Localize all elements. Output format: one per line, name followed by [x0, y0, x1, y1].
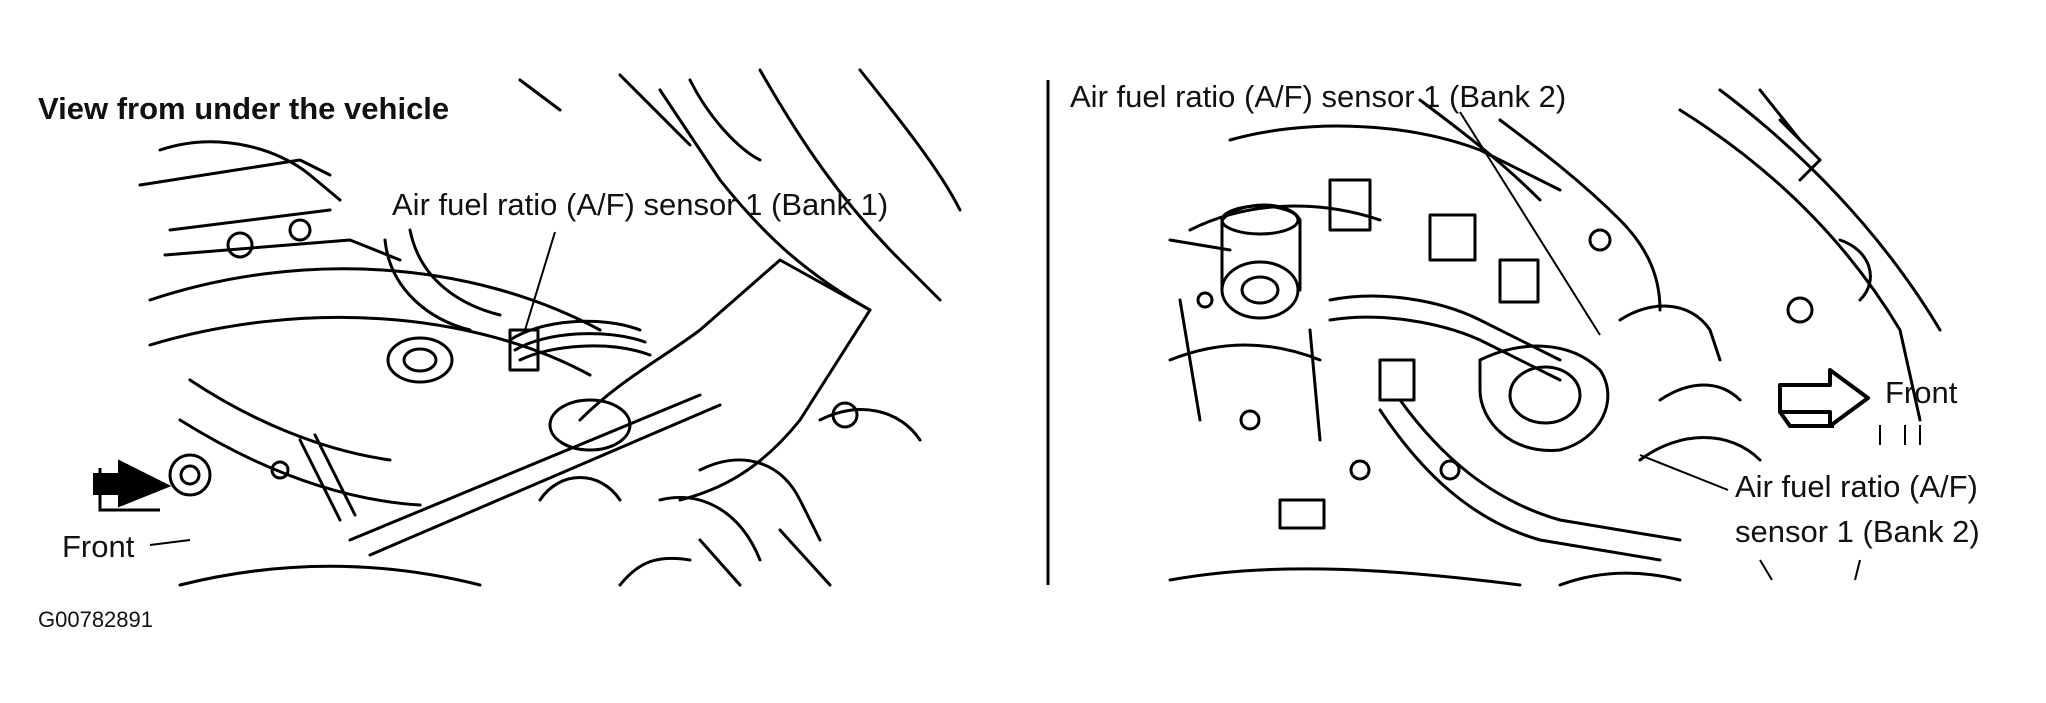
right-bottom-sensor-label-line1: Air fuel ratio (A/F): [1735, 469, 1978, 504]
left-front-arrow-icon: [93, 459, 172, 512]
right-engine-drawing: [1168, 88, 1942, 587]
view-label: View from under the vehicle: [38, 91, 450, 126]
right-top-sensor-label: Air fuel ratio (A/F) sensor 1 (Bank 2): [1070, 79, 1567, 114]
left-front-label: Front: [62, 529, 135, 564]
right-bottom-sensor-label-line2: sensor 1 (Bank 2): [1735, 514, 1980, 549]
right-top-sensor-leader-line: [1459, 111, 1601, 336]
left-engine-drawing: [138, 68, 962, 587]
right-front-arrow-icon: [1778, 368, 1870, 428]
figure-code: G00782891: [38, 607, 153, 632]
right-front-tick-lines: [1879, 425, 1921, 445]
right-front-label: Front: [1885, 375, 1958, 410]
left-sensor-label: Air fuel ratio (A/F) sensor 1 (Bank 1): [392, 187, 889, 222]
right-bottom-sensor-leader-line: [1639, 454, 1729, 491]
left-front-leader-line: [149, 539, 191, 546]
right-bottom-tick-lines: [1759, 559, 1861, 581]
left-sensor-leader-line: [524, 231, 556, 331]
